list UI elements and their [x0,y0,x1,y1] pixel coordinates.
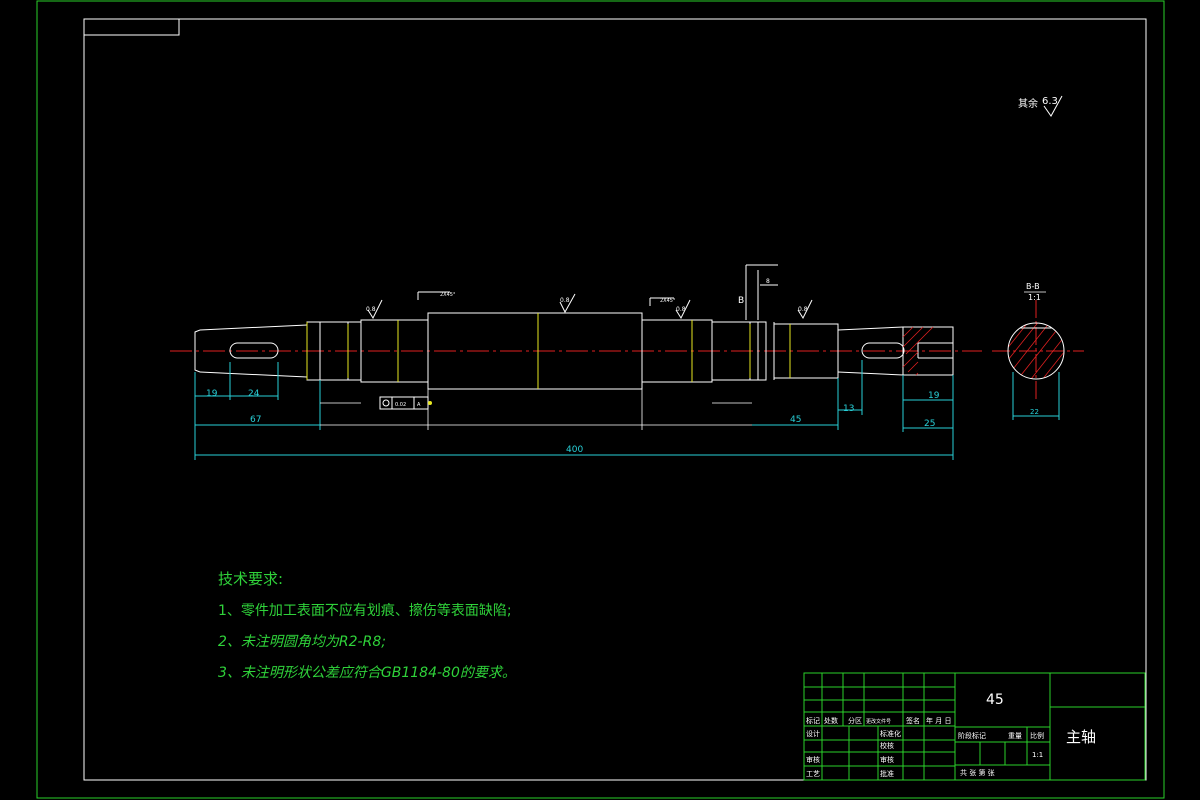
tb-header-5: 年 月 日 [926,716,951,725]
tb-mid-1: 校核 [880,741,894,750]
diameter-dims [306,313,791,389]
roughness-mark-3: 0.8 [676,306,686,313]
weight-label: 重量 [1008,732,1022,740]
tb-header-4: 签名 [906,716,920,725]
section-dim-22: 22 [1030,408,1039,416]
tech-requirement-item: 2、未注明圆角均为R2-R8; [218,634,386,650]
tb-header-1: 处数 [824,716,838,725]
roughness-mark-4: 0.8 [798,306,808,313]
tb-header-2: 分区 [848,716,862,725]
dim-67: 67 [250,415,261,425]
roughness-note-symbol [1043,95,1063,117]
material: 45 [986,692,1004,708]
internal-dims [320,389,752,430]
dim-25: 25 [924,419,935,429]
tb-header-0: 标记 [806,716,820,725]
keyway-detail [745,264,778,320]
section-letter-label: B [738,296,744,306]
part-name: 主轴 [1066,728,1096,746]
inner-frame [83,18,1147,781]
section-dim [1012,372,1060,420]
dim-45: 45 [790,415,801,425]
dimension-lines [194,360,954,460]
chamfer-leaders [417,291,674,306]
stage-label: 阶段标记 [958,731,986,740]
roughness-note-label: 其余 [1018,97,1038,110]
title-block-lines [803,672,1146,781]
dim-19-right: 19 [928,391,940,401]
scale-value: 1:1 [1032,751,1043,759]
dim-400: 400 [566,445,583,455]
tb-mid-2: 审核 [880,755,894,764]
tolerance-value: 0.02 [395,402,406,408]
tb-left-2: 工艺 [806,770,820,778]
end-hatch [902,326,934,376]
tb-mid-0: 标准化 [880,729,901,738]
outer-frame [36,0,1165,799]
scale-label: 比例 [1030,731,1044,740]
chamfer-mark-2: 2X45° [660,298,676,304]
section-label: B-B [1026,282,1040,291]
datum-dot [428,401,432,405]
roughness-marks [367,293,813,320]
dim-13: 13 [843,404,854,414]
dim-19-left: 19 [206,389,218,399]
keyway-width-mark: 8 [766,278,770,285]
chamfer-mark-1: 2X45° [440,292,456,298]
tb-left-0: 设计 [806,729,820,738]
tech-requirement-item: 1、零件加工表面不应有划痕、擦伤等表面缺陷; [218,603,512,619]
tolerance-datum: A [417,402,421,408]
roughness-note-value: 6.3 [1042,96,1058,107]
tb-header-3: 更改文件号 [866,718,891,725]
tech-requirement-item: 3、未注明形状公差应符合GB1184-80的要求。 [218,665,516,681]
tb-mid-3: 批准 [880,769,894,778]
corner-box [83,18,180,36]
section-scale: 1:1 [1028,293,1041,302]
section-view [1007,322,1065,380]
tech-requirements: 技术要求: 1、零件加工表面不应有划痕、擦伤等表面缺陷; 2、未注明圆角均为R2… [218,568,516,693]
dim-24: 24 [248,389,260,399]
tb-left-1: 审核 [806,755,820,764]
tech-requirements-title: 技术要求: [218,570,284,588]
roughness-mark-1: 0.8 [366,306,376,313]
sheets-label: 共 张 第 张 [960,768,995,777]
roughness-mark-2: 0.8 [560,297,570,304]
